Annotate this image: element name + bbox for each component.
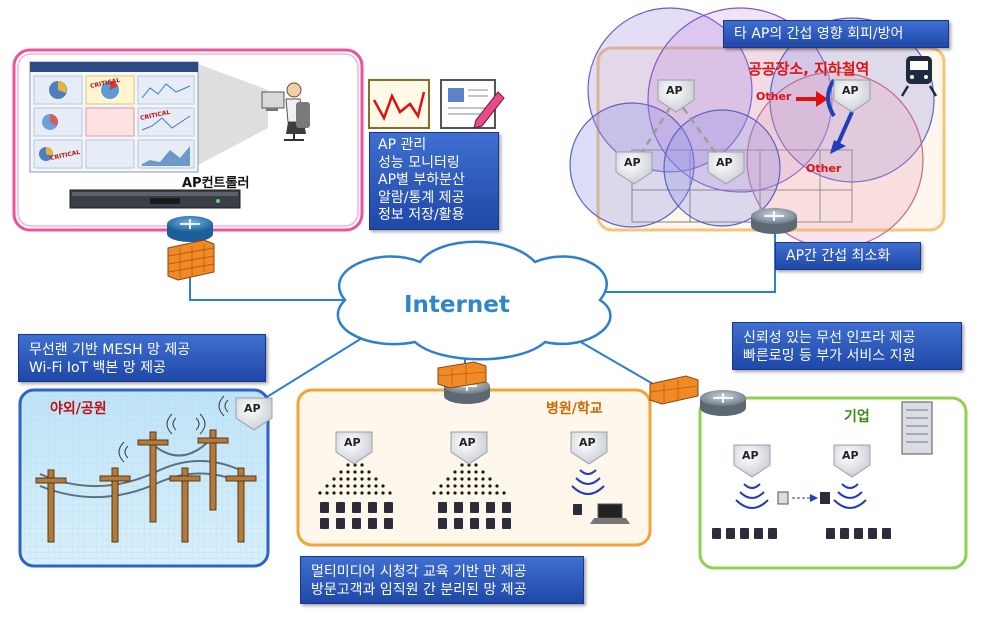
ap-label: AP <box>244 402 261 415</box>
feature-item: 성능 모니터링 <box>378 154 460 171</box>
other-label: Other <box>806 162 842 175</box>
laptop-icon <box>590 503 630 524</box>
enterprise-info-line: 신뢰성 있는 무선 인프라 제공 <box>743 330 916 346</box>
ap-icon <box>450 431 488 465</box>
block-arc <box>826 78 836 118</box>
outdoor-title: 야외/공원 <box>50 401 107 417</box>
ap-icon <box>833 444 871 478</box>
subway-train-icon <box>900 56 938 97</box>
enterprise-title: 기업 <box>844 409 870 425</box>
wireless-signal-icon <box>735 483 867 509</box>
feature-item: 알람/통계 제공 <box>378 189 465 206</box>
ap-label: AP <box>716 156 733 169</box>
link-controller <box>189 270 345 301</box>
controller-panel <box>12 48 364 232</box>
ap-label: AP <box>842 449 859 462</box>
controller-label: AP컨트롤러 <box>182 176 250 191</box>
ap-icon <box>235 397 273 431</box>
ap-icon <box>615 151 653 185</box>
hospital-info-box: 멀티미디어 시청각 교육 기반 만 제공 방문고객과 임직원 간 분리된 망 제… <box>300 556 584 604</box>
internet-cloud <box>336 240 612 361</box>
feature-item: 정보 저장/활용 <box>378 207 465 223</box>
ap-label: AP <box>742 449 759 462</box>
link-interference <box>600 230 776 293</box>
operator-icon <box>261 82 310 141</box>
ap-icon <box>570 431 608 465</box>
ap-icon <box>657 79 695 113</box>
hospital-panel <box>296 388 652 547</box>
server-rack-icon <box>901 401 933 455</box>
enterprise-panel <box>698 396 968 570</box>
device-grid <box>320 502 582 529</box>
feature-item: AP별 부하분산 <box>378 172 465 188</box>
router-icon-controller <box>167 216 213 242</box>
firewall-icon-controller <box>167 239 215 281</box>
feature-item: AP 관리 <box>378 137 427 153</box>
outdoor-panel <box>18 388 270 568</box>
ap-label: AP <box>344 436 361 449</box>
roaming-indicator <box>777 491 830 505</box>
hospital-info-line: 멀티미디어 시청각 교육 기반 만 제공 <box>311 564 527 580</box>
ap-label: AP <box>624 156 641 169</box>
interference-title-box: 타 AP의 간섭 영향 회피/방어 <box>723 20 949 48</box>
router-icon-enterprise <box>700 390 746 416</box>
router-icon-interference <box>751 208 797 234</box>
outdoor-info-box: 무선랜 기반 MESH 망 제공 Wi-Fi IoT 백본 망 제공 <box>18 334 266 382</box>
ap-icon <box>707 151 745 185</box>
wireless-signal-icon <box>571 469 605 495</box>
firewall-icon-hospital <box>437 361 487 389</box>
hospital-title: 병원/학교 <box>546 401 603 417</box>
document-edit-icon <box>440 79 505 129</box>
firewall-icon-enterprise <box>649 375 699 405</box>
enterprise-info-box: 신뢰성 있는 무선 인프라 제공 빠른로밍 등 부가 서비스 지원 <box>732 322 962 370</box>
enterprise-info-line: 빠른로밍 등 부가 서비스 지원 <box>743 348 916 364</box>
wireless-signal-icon <box>118 395 229 463</box>
ap-icon <box>335 431 373 465</box>
ap-label: AP <box>842 84 859 97</box>
interference-title: 타 AP의 간섭 영향 회피/방어 <box>734 26 904 42</box>
outdoor-info-line: Wi-Fi IoT 백본 망 제공 <box>29 360 166 376</box>
ap-label: AP <box>459 436 476 449</box>
ap-icons <box>235 79 871 478</box>
outdoor-info-line: 무선랜 기반 MESH 망 제공 <box>29 342 191 358</box>
link-outdoor <box>261 329 376 401</box>
ap-label: AP <box>666 84 683 97</box>
controller-feature-box: AP 관리 성능 모니터링 AP별 부하분산 알람/통계 제공 정보 저장/활용 <box>369 132 499 230</box>
utility-pole <box>35 429 257 543</box>
ap-icon <box>733 444 771 478</box>
chart-report-icon <box>368 79 430 129</box>
internet-label: Internet <box>404 292 510 318</box>
interference-arrow-in <box>796 91 828 107</box>
interference-bottom-box: AP간 간섭 최소화 <box>775 242 921 270</box>
other-label: Other <box>756 90 792 103</box>
ap-icon <box>833 79 871 113</box>
interference-bottom-label: AP간 간섭 최소화 <box>786 248 891 264</box>
ap-label: AP <box>579 436 596 449</box>
signal-fan <box>318 463 506 495</box>
hospital-info-line: 방문고객과 임직원 간 분리된 망 제공 <box>311 582 527 598</box>
device-grid <box>712 528 891 539</box>
public-place-label: 공공장소, 지하철역 <box>748 60 870 78</box>
